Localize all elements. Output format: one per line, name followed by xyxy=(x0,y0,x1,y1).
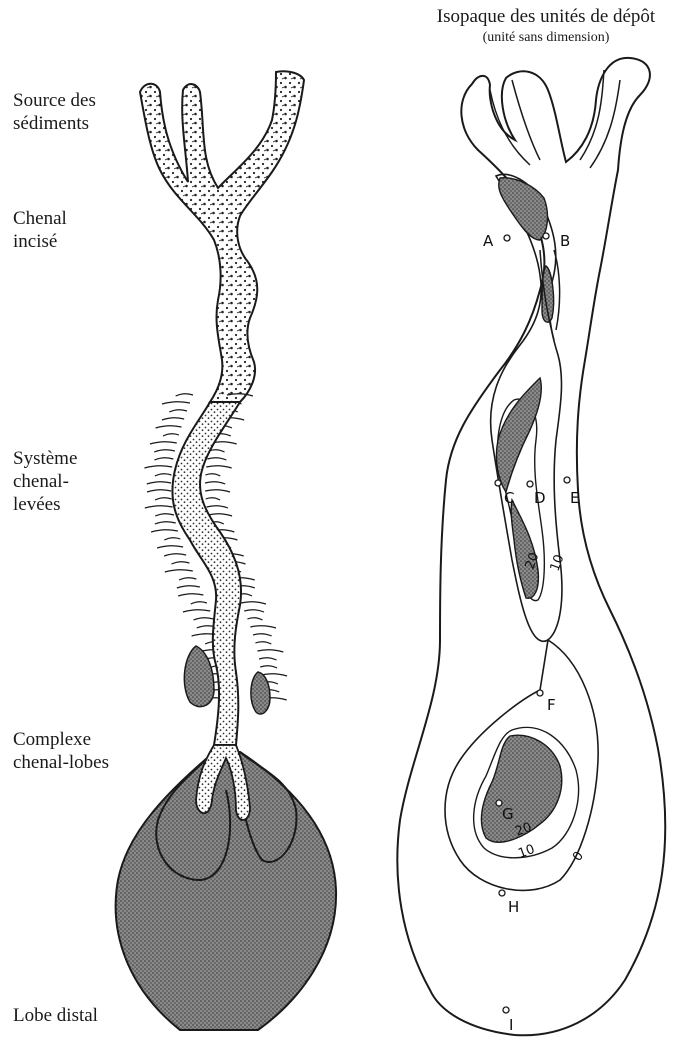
levee-hair xyxy=(155,498,172,500)
levee-hair xyxy=(176,394,193,396)
levee-hair xyxy=(179,578,196,580)
point-h xyxy=(499,890,505,896)
point-label-d: D xyxy=(534,489,546,507)
levee-hair xyxy=(183,610,210,612)
source-channels xyxy=(140,71,304,402)
levee-hair xyxy=(206,466,231,468)
levee-hair xyxy=(241,602,266,604)
levee-hair xyxy=(171,562,189,564)
levee-hair xyxy=(147,490,171,492)
sample-points xyxy=(495,233,570,1013)
levee-hair xyxy=(253,634,272,636)
levee-hair xyxy=(157,546,183,548)
left-fan-drawing xyxy=(140,71,304,402)
point-label-b: B xyxy=(560,232,570,250)
levee-hair xyxy=(206,498,220,500)
levee-hair xyxy=(207,506,228,508)
levee-hair xyxy=(151,530,178,532)
levee-hair xyxy=(164,538,180,540)
point-label-a: A xyxy=(483,232,494,250)
point-i xyxy=(503,1007,509,1013)
point-label-i: I xyxy=(509,1016,513,1034)
point-label-f: F xyxy=(547,696,556,714)
point-label-e: E xyxy=(570,489,579,507)
levee-hair xyxy=(208,514,232,516)
levee-hair xyxy=(154,458,173,460)
side-lobe-right xyxy=(251,672,270,714)
contour-label-10-upper: 10 xyxy=(548,553,568,574)
point-c xyxy=(495,480,501,486)
levee-hair xyxy=(145,506,173,508)
levee-hair xyxy=(177,586,200,588)
levee-hair xyxy=(144,466,172,468)
point-f xyxy=(537,690,543,696)
levee-hair xyxy=(205,482,225,484)
levee-hair xyxy=(155,474,172,476)
levee-hair xyxy=(205,490,230,492)
point-d xyxy=(527,481,533,487)
point-a xyxy=(504,235,510,241)
levee-hair xyxy=(259,658,276,660)
levee-hair xyxy=(257,650,283,652)
levee-hair xyxy=(162,402,190,404)
levee-hair xyxy=(244,610,264,612)
shaded-areas xyxy=(481,178,561,843)
levee-hair xyxy=(155,514,174,516)
levee-hair xyxy=(154,450,175,452)
point-label-h: H xyxy=(508,898,519,916)
levee-hair xyxy=(162,418,184,420)
levee-hair xyxy=(155,522,176,524)
levee-hair xyxy=(165,570,193,572)
point-label-c: C xyxy=(504,489,514,507)
levee-hair xyxy=(255,642,271,644)
levee-hair xyxy=(250,626,276,628)
levee-hair xyxy=(156,426,182,428)
point-label-g: G xyxy=(502,805,514,823)
levee-hair xyxy=(163,434,179,436)
levee-hair xyxy=(261,674,287,676)
levee-hair xyxy=(191,602,207,604)
side-lobe-left xyxy=(184,646,214,707)
levee-hair xyxy=(260,666,277,668)
levee-hair xyxy=(247,618,262,620)
levee-hair xyxy=(147,482,171,484)
levee-hair xyxy=(164,554,186,556)
levee-hair xyxy=(169,410,187,412)
levee-hair xyxy=(207,458,226,460)
contour-label-10-lower: 10 xyxy=(516,842,537,862)
point-e xyxy=(564,477,570,483)
levee-hair xyxy=(178,594,203,596)
levee-hair xyxy=(205,474,220,476)
point-b xyxy=(543,233,549,239)
levee-hair xyxy=(193,618,213,620)
levee-hair xyxy=(150,442,177,444)
